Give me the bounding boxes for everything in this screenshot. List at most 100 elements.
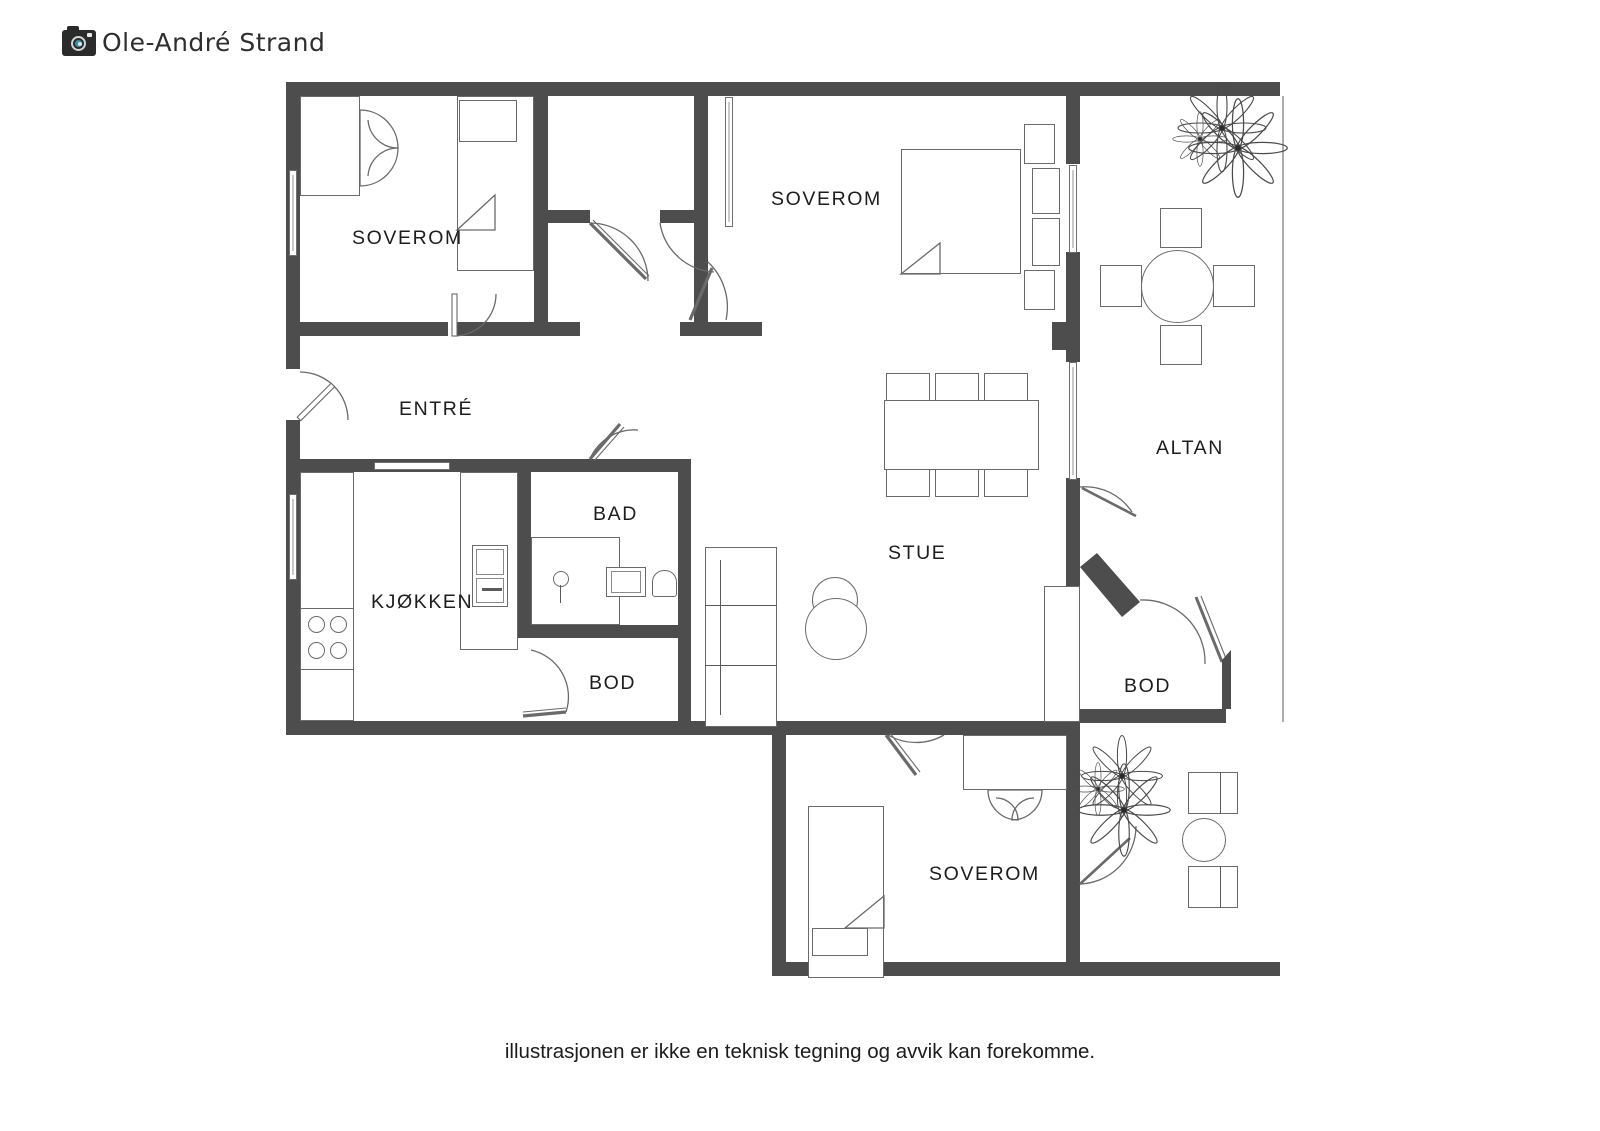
wall-bod2-angled-right [1222, 650, 1231, 709]
dining-chair-bottom-1 [886, 469, 930, 497]
wall-bedroom2-left [694, 82, 708, 336]
wall-bath-bottom [518, 625, 691, 638]
wall-exterior-top [286, 82, 1280, 96]
door-entry [296, 371, 349, 422]
room-label-entre: ENTRÉ [399, 398, 474, 420]
sofa-left-seam-2 [705, 665, 777, 666]
nightstand-top-right-a [1024, 124, 1055, 164]
wall-living-bottom [772, 721, 1080, 735]
door-bod1 [522, 649, 570, 718]
room-label-kjokken: KJØKKEN [371, 591, 474, 613]
sofa-left [705, 547, 777, 727]
balcony-chair-top [1160, 208, 1202, 248]
wall-kitchen-top [286, 459, 691, 472]
sofa-right [1044, 586, 1080, 722]
terrace-chair-bottom-arm [1220, 866, 1221, 908]
terrace-chair-top [1188, 772, 1238, 814]
room-label-soverom-3: SOVEROM [929, 863, 1040, 885]
brand-logo: Ole-André Strand [62, 25, 326, 57]
room-label-bod-2: BOD [1124, 675, 1172, 697]
wall-exterior-vertical-mid [772, 721, 786, 976]
dining-chair-bottom-2 [935, 469, 979, 497]
door-opening-bedroom1 [448, 322, 454, 336]
room-label-bad: BAD [593, 503, 638, 525]
window-balcony-door-lower-bar [1072, 367, 1074, 475]
wall-hall-stub-left [548, 210, 590, 223]
balcony-chair-right [1213, 265, 1255, 307]
room-label-stue: STUE [888, 542, 947, 564]
balcony-round-table [1141, 250, 1214, 323]
balcony-chair-bottom [1160, 325, 1202, 365]
nightstand-top-right-c [1032, 218, 1060, 266]
door-hall-left [588, 219, 650, 282]
door-bathroom [588, 422, 639, 462]
room-label-altan: ALTAN [1156, 437, 1224, 459]
wall-balcony-left-lower [1066, 478, 1080, 574]
wall-lower-bedroom-right [1066, 735, 1080, 976]
wardrobe-top-left [300, 96, 360, 196]
pillow-bottom [812, 928, 868, 956]
stove-burner-1 [308, 616, 325, 633]
wall-hall-stub-right [660, 210, 708, 223]
stove-burner-4 [330, 642, 347, 659]
shower-cabin [531, 537, 620, 625]
door-opening-entry [286, 369, 300, 375]
bathroom-sink-basin [611, 571, 641, 593]
door-terrace [1079, 825, 1137, 885]
terrace-chair-bottom [1188, 866, 1238, 908]
wall-exterior-bottom-right [772, 962, 1280, 976]
dining-table [884, 400, 1039, 470]
wardrobe-door-arc-top-left [359, 109, 399, 187]
wall-bedroom1-right [534, 82, 548, 336]
wall-bod2-bottom [1066, 709, 1226, 723]
room-label-soverom-1: SOVEROM [352, 227, 463, 249]
kitchen-counter-left [300, 472, 354, 721]
wall-bod2-angled [1080, 553, 1140, 617]
refrigerator-upper-door [476, 549, 504, 575]
wall-balcony-left-mid [1066, 252, 1080, 362]
disclaimer-caption: illustrasjonen er ikke en teknisk tegnin… [504, 1040, 1096, 1063]
door-bod2 [1139, 595, 1228, 665]
shower-pipe [560, 585, 561, 603]
wardrobe-door-arc-bottom [987, 789, 1043, 821]
room-label-bod-1: BOD [589, 672, 637, 694]
nightstand-top-right-d [1024, 270, 1055, 310]
coffee-table-large [805, 598, 867, 660]
dining-chair-top-2 [935, 373, 979, 401]
door-bedroom3 [884, 732, 945, 776]
refrigerator-handle [482, 588, 502, 591]
shower-head [553, 571, 569, 587]
wall-bath-left [518, 472, 531, 638]
wall-kitchen-right [678, 459, 691, 735]
door-opening-hall [580, 322, 680, 336]
pillow-top-left [459, 100, 517, 142]
terrace-round-table [1182, 818, 1226, 862]
balcony-chair-left [1100, 265, 1142, 307]
sofa-left-back [720, 560, 721, 715]
wall-exterior-bottom-left [286, 721, 786, 735]
dining-chair-bottom-3 [984, 469, 1028, 497]
brand-name: Ole-André Strand [102, 28, 326, 57]
window-left-bedroom1-bar [292, 175, 294, 251]
camera-icon [62, 25, 96, 56]
window-kitchen-top [374, 462, 450, 470]
sofa-left-seam-1 [705, 605, 777, 606]
toilet [652, 570, 677, 597]
stove-burner-2 [330, 616, 347, 633]
wall-balcony-left-upper [1066, 82, 1080, 164]
wall-living-top-right [1052, 322, 1066, 350]
bed-top-right [901, 149, 1021, 274]
stove-burner-3 [308, 642, 325, 659]
plant-balcony-icon [1172, 83, 1288, 198]
terrace-chair-top-arm [1220, 772, 1221, 814]
dining-chair-top-1 [886, 373, 930, 401]
plant-terrace-icon [1071, 735, 1171, 857]
dining-chair-top-3 [984, 373, 1028, 401]
door-balcony-upper [1079, 486, 1137, 518]
nightstand-top-right-b [1032, 168, 1060, 214]
window-top-bedroom2-bar [728, 102, 730, 222]
window-left-kitchen-bar [292, 499, 294, 575]
wall-bedrooms-bottom [286, 322, 762, 336]
